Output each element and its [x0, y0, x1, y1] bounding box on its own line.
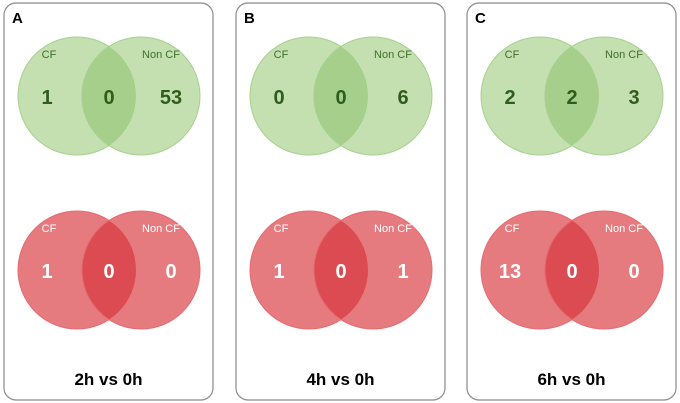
overlap-region	[81, 211, 136, 329]
overlap-region	[313, 211, 368, 329]
non-cf-label: Non CF	[374, 223, 412, 235]
non-cf-only-count: 53	[160, 87, 182, 109]
red-venn: CF Non CF 1 0 1	[249, 210, 433, 330]
overlap-count: 0	[103, 261, 114, 283]
cf-label: CF	[42, 223, 57, 235]
panel-letter: C	[475, 10, 486, 27]
overlap-count: 0	[335, 87, 346, 109]
cf-label: CF	[505, 49, 520, 61]
non-cf-only-count: 0	[628, 261, 639, 283]
overlap-count: 0	[335, 261, 346, 283]
cf-only-count: 2	[504, 87, 515, 109]
cf-only-count: 1	[41, 87, 52, 109]
panel-caption: 6h vs 0h	[537, 370, 605, 389]
cf-only-count: 1	[41, 261, 52, 283]
cf-only-count: 0	[273, 87, 284, 109]
panel-letter: B	[244, 10, 255, 27]
cf-label: CF	[274, 49, 289, 61]
cf-label: CF	[274, 223, 289, 235]
overlap-count: 0	[566, 261, 577, 283]
green-venn: CF Non CF 0 0 6	[249, 36, 433, 156]
panel-letter: A	[12, 10, 23, 27]
non-cf-only-count: 1	[397, 261, 408, 283]
overlap-region	[544, 211, 599, 329]
panel-caption: 2h vs 0h	[74, 370, 142, 389]
overlap-region	[313, 37, 368, 155]
non-cf-label: Non CF	[605, 49, 643, 61]
overlap-region	[81, 37, 136, 155]
non-cf-only-count: 6	[397, 87, 408, 109]
overlap-count: 0	[103, 87, 114, 109]
non-cf-only-count: 0	[165, 261, 176, 283]
non-cf-label: Non CF	[374, 49, 412, 61]
cf-label: CF	[42, 49, 57, 61]
red-venn: CF Non CF 1 0 0	[17, 210, 201, 330]
green-venn: CF Non CF 1 0 53	[17, 36, 201, 156]
cf-only-count: 13	[499, 261, 521, 283]
red-venn: CF Non CF 13 0 0	[480, 210, 664, 330]
overlap-count: 2	[566, 87, 577, 109]
non-cf-label: Non CF	[142, 223, 180, 235]
non-cf-label: Non CF	[142, 49, 180, 61]
green-venn: CF Non CF 2 2 3	[480, 36, 664, 156]
overlap-region	[544, 37, 599, 155]
cf-label: CF	[505, 223, 520, 235]
non-cf-label: Non CF	[605, 223, 643, 235]
panel-caption: 4h vs 0h	[306, 370, 374, 389]
cf-only-count: 1	[273, 261, 284, 283]
non-cf-only-count: 3	[628, 87, 639, 109]
